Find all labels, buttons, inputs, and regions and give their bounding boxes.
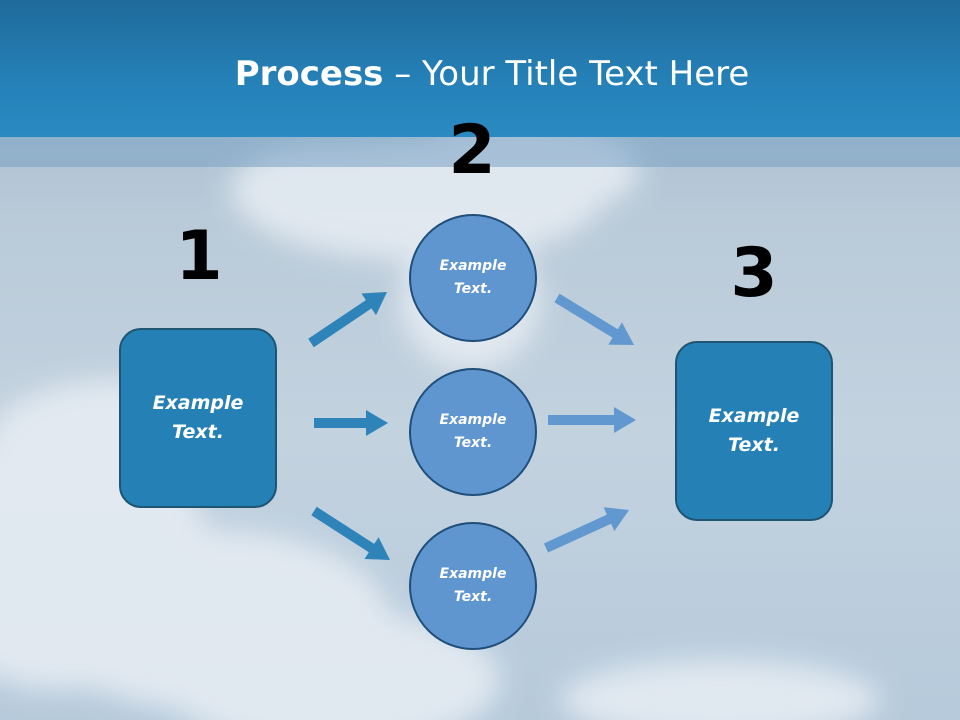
step-number-1: 1 xyxy=(175,217,223,296)
step-3-box: Example Text. xyxy=(675,341,833,521)
arrow-1-to-bottom-icon xyxy=(311,506,390,560)
arrow-top-to-3-icon xyxy=(554,293,634,345)
arrow-1-to-top-icon xyxy=(308,292,387,348)
page-title: Process – Your Title Text Here xyxy=(0,52,960,96)
step-1-box: Example Text. xyxy=(119,328,277,508)
circle-bottom: Example Text. xyxy=(409,522,537,650)
title-band xyxy=(0,137,960,167)
circle-top: Example Text. xyxy=(409,214,537,342)
arrow-1-to-middle-icon xyxy=(314,410,388,436)
title-bar xyxy=(0,0,960,137)
circle-middle: Example Text. xyxy=(409,368,537,496)
step-number-3: 3 xyxy=(730,234,778,313)
title-rest: – Your Title Text Here xyxy=(383,54,750,94)
arrow-bottom-to-3-icon xyxy=(543,507,629,553)
step-number-2: 2 xyxy=(448,111,496,190)
arrow-middle-to-3-icon xyxy=(548,407,636,433)
title-bold: Process xyxy=(234,54,384,94)
